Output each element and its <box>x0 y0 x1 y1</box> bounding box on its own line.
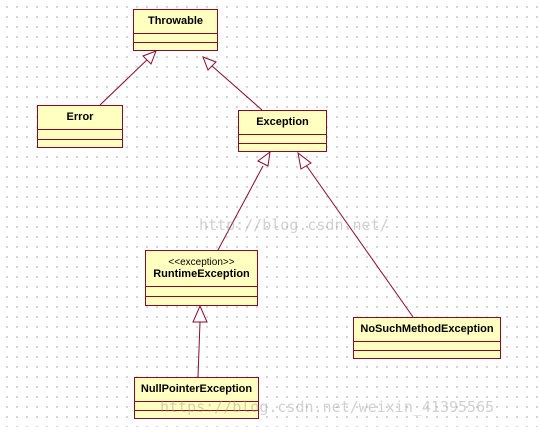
edge-error-throwable <box>99 56 151 106</box>
class-error[interactable]: Error <box>37 105 123 148</box>
class-name: Exception <box>256 116 309 128</box>
class-name: NoSuchMethodException <box>360 323 494 335</box>
attributes-section <box>146 287 257 297</box>
arrowhead-exception-throwable <box>202 56 217 71</box>
class-name: Error <box>66 111 94 123</box>
class-name: NullPointerException <box>140 383 253 395</box>
arrowhead-runtime-exception <box>257 150 271 167</box>
arrowhead-nosuchmethod-exception <box>297 151 312 170</box>
class-header: <<exception>> RuntimeException <box>146 251 257 287</box>
attributes-section <box>38 130 122 140</box>
class-header: NullPointerException <box>135 378 258 402</box>
class-name: Throwable <box>147 15 203 27</box>
attributes-section <box>135 402 258 411</box>
class-no-such-method-exception[interactable]: NoSuchMethodException <box>353 317 501 359</box>
edge-nullpointer-runtime <box>197 321 201 378</box>
operations-section <box>354 351 500 358</box>
class-runtime-exception[interactable]: <<exception>> RuntimeException <box>145 250 258 306</box>
class-header: Throwable <box>134 10 217 34</box>
class-stereotype: <<exception>> <box>168 256 235 268</box>
edge-nosuchmethod-exception <box>305 164 414 318</box>
class-null-pointer-exception[interactable]: NullPointerException <box>134 377 259 419</box>
edge-exception-throwable <box>211 65 263 111</box>
attributes-section <box>239 135 326 144</box>
class-header: NoSuchMethodException <box>354 318 500 342</box>
operations-section <box>146 297 257 305</box>
attributes-section <box>134 34 217 43</box>
class-exception[interactable]: Exception <box>238 110 327 152</box>
arrowhead-error-throwable <box>142 50 157 65</box>
operations-section <box>239 144 326 151</box>
operations-section <box>135 411 258 418</box>
attributes-section <box>354 342 500 351</box>
operations-section <box>134 43 217 50</box>
class-throwable[interactable]: Throwable <box>133 9 218 51</box>
operations-section <box>38 140 122 147</box>
class-name: RuntimeException <box>153 267 250 280</box>
class-header: Exception <box>239 111 326 135</box>
arrowhead-nullpointer-runtime <box>192 304 208 323</box>
class-header: Error <box>38 106 122 130</box>
edge-runtime-exception <box>217 165 264 251</box>
